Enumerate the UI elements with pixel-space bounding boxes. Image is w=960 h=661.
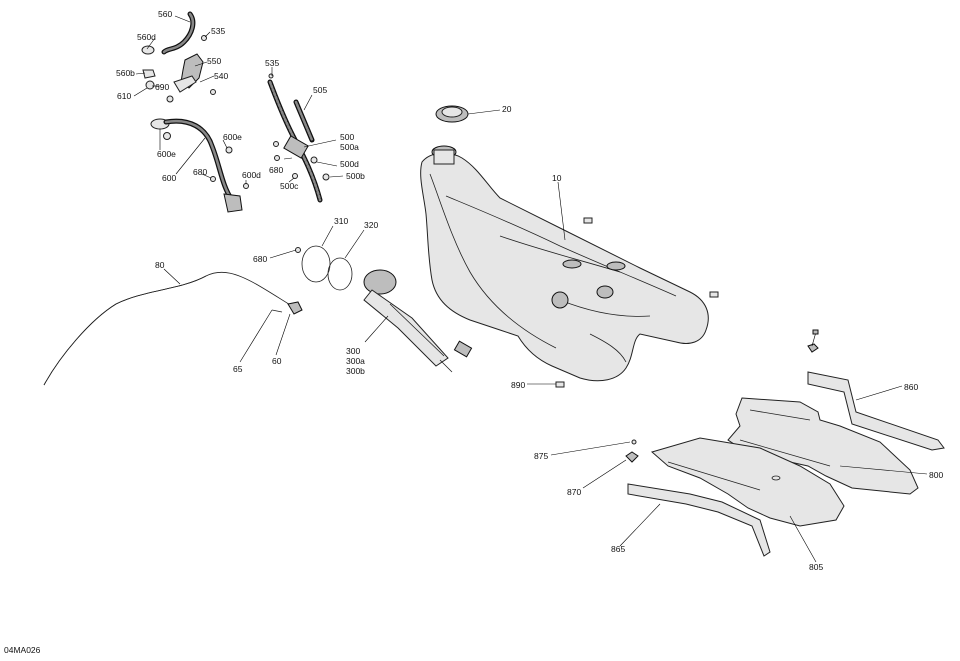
- callout-610: 610: [117, 91, 131, 101]
- callout-320: 320: [364, 220, 378, 230]
- callout-560b: 560b: [116, 68, 135, 78]
- callout-550: 550: [207, 56, 221, 66]
- callout-540: 540: [214, 71, 228, 81]
- leader-lines: [133, 15, 928, 563]
- callout-690: 690: [155, 82, 169, 92]
- callout-600e: 600e: [157, 149, 176, 159]
- callout-890: 890: [511, 380, 525, 390]
- callout-535: 535: [265, 58, 279, 68]
- callout-805: 805: [809, 562, 823, 572]
- callout-535: 535: [211, 26, 225, 36]
- callout-500a: 500a: [340, 142, 359, 152]
- bracket-865: [625, 439, 771, 557]
- callout-500b: 500b: [346, 171, 365, 181]
- corrugated-hose-500: [267, 73, 330, 203]
- callout-860: 860: [904, 382, 918, 392]
- callout-500c: 500c: [280, 181, 299, 191]
- callout-500d: 500d: [340, 159, 359, 169]
- callout-680: 680: [193, 167, 207, 177]
- fuel-line-80: [43, 271, 303, 386]
- callout-865: 865: [611, 544, 625, 554]
- callout-310: 310: [334, 216, 348, 226]
- callout-300a: 300a: [346, 356, 365, 366]
- callout-300: 300: [346, 346, 360, 356]
- heat-shield-805: [650, 437, 845, 527]
- heat-shield-800: [727, 397, 919, 495]
- callout-10: 10: [552, 173, 562, 183]
- callout-875: 875: [534, 451, 548, 461]
- callout-60: 60: [272, 356, 282, 366]
- callout-600: 600: [162, 173, 176, 183]
- callout-600d: 600d: [242, 170, 261, 180]
- callout-505: 505: [313, 85, 327, 95]
- callout-800: 800: [929, 470, 943, 480]
- callout-80: 80: [155, 260, 165, 270]
- callout-labels: 560 560d 535 550 560b 540 610 690 600e 6…: [4, 9, 943, 655]
- callout-680: 680: [253, 254, 267, 264]
- callout-500: 500: [340, 132, 354, 142]
- callout-870: 870: [567, 487, 581, 497]
- callout-600e: 600e: [223, 132, 242, 142]
- callout-20: 20: [502, 104, 512, 114]
- callout-560: 560: [158, 9, 172, 19]
- bracket-860: [807, 343, 945, 451]
- fuel-tank-10: [420, 105, 719, 388]
- callout-680: 680: [269, 165, 283, 175]
- vent-hose-600: [150, 118, 249, 213]
- fuel-pump-300: [295, 245, 473, 373]
- callout-300b: 300b: [346, 366, 365, 376]
- callout-560d: 560d: [137, 32, 156, 42]
- filler-neck-hose-560: [141, 11, 216, 103]
- callout-65: 65: [233, 364, 243, 374]
- drawing-code: 04MA026: [4, 645, 41, 655]
